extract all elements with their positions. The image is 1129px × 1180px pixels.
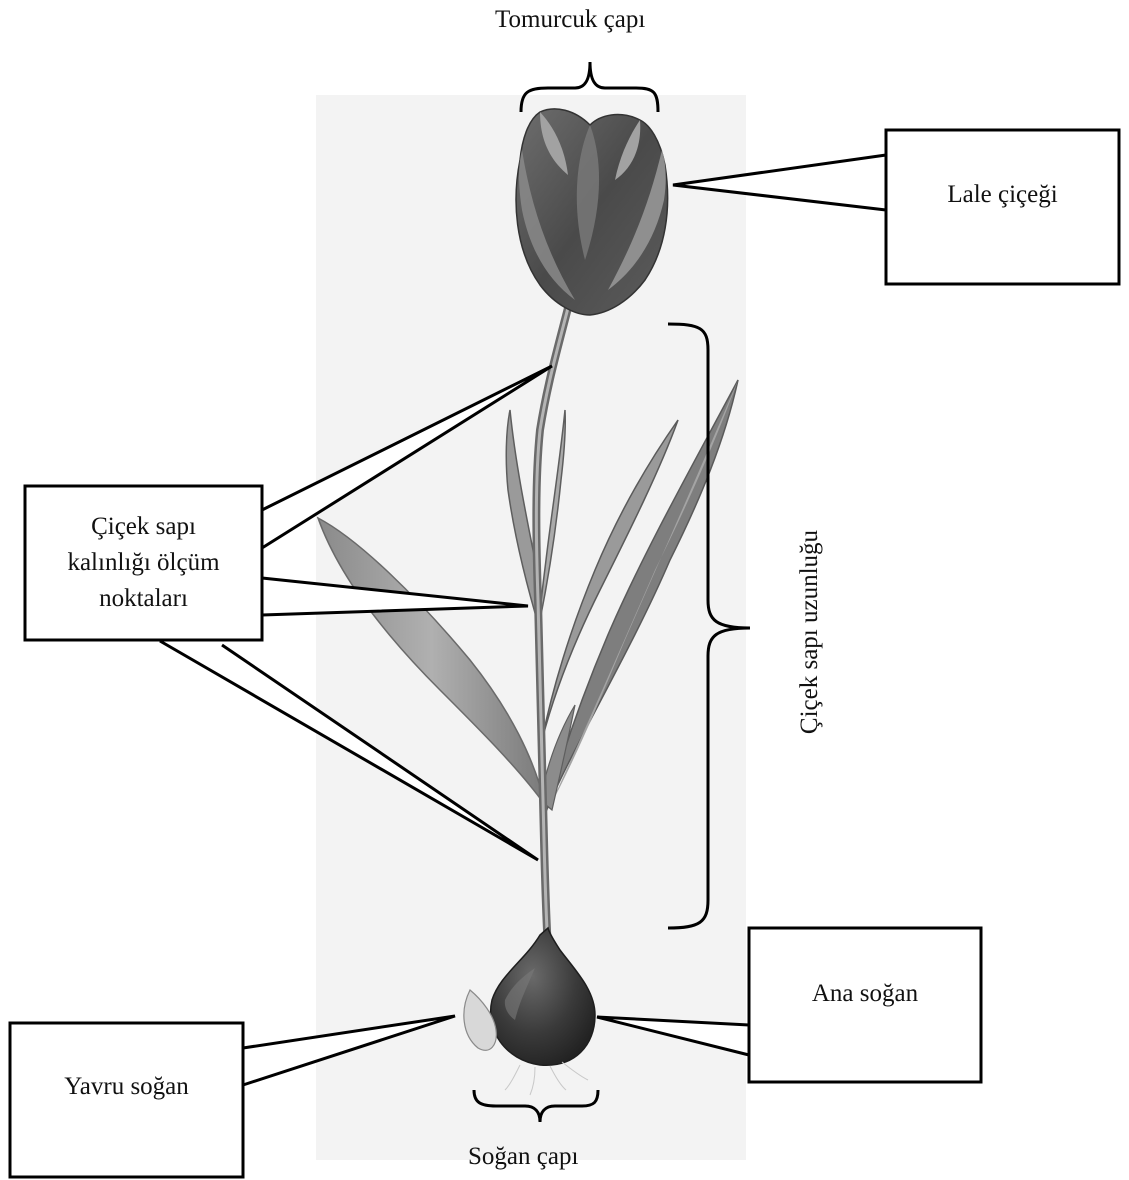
label-stem-thickness-line2: kalınlığı ölçüm <box>67 545 219 581</box>
label-mother-bulb: Ana soğan <box>749 928 981 1060</box>
label-bud-diameter: Tomurcuk çapı <box>495 5 645 35</box>
label-stem-length: Çiçek sapı uzunluğu <box>796 512 824 752</box>
label-bulb-diameter: Soğan çapı <box>468 1142 578 1172</box>
label-tulip-flower: Lale çiçeği <box>886 130 1119 260</box>
label-stem-thickness-line3: noktaları <box>99 581 188 617</box>
label-stem-thickness-line1: Çiçek sapı <box>91 509 196 545</box>
label-daughter-bulb: Yavru soğan <box>10 1023 243 1151</box>
label-stem-thickness: Çiçek sapı kalınlığı ölçüm noktaları <box>25 486 262 640</box>
